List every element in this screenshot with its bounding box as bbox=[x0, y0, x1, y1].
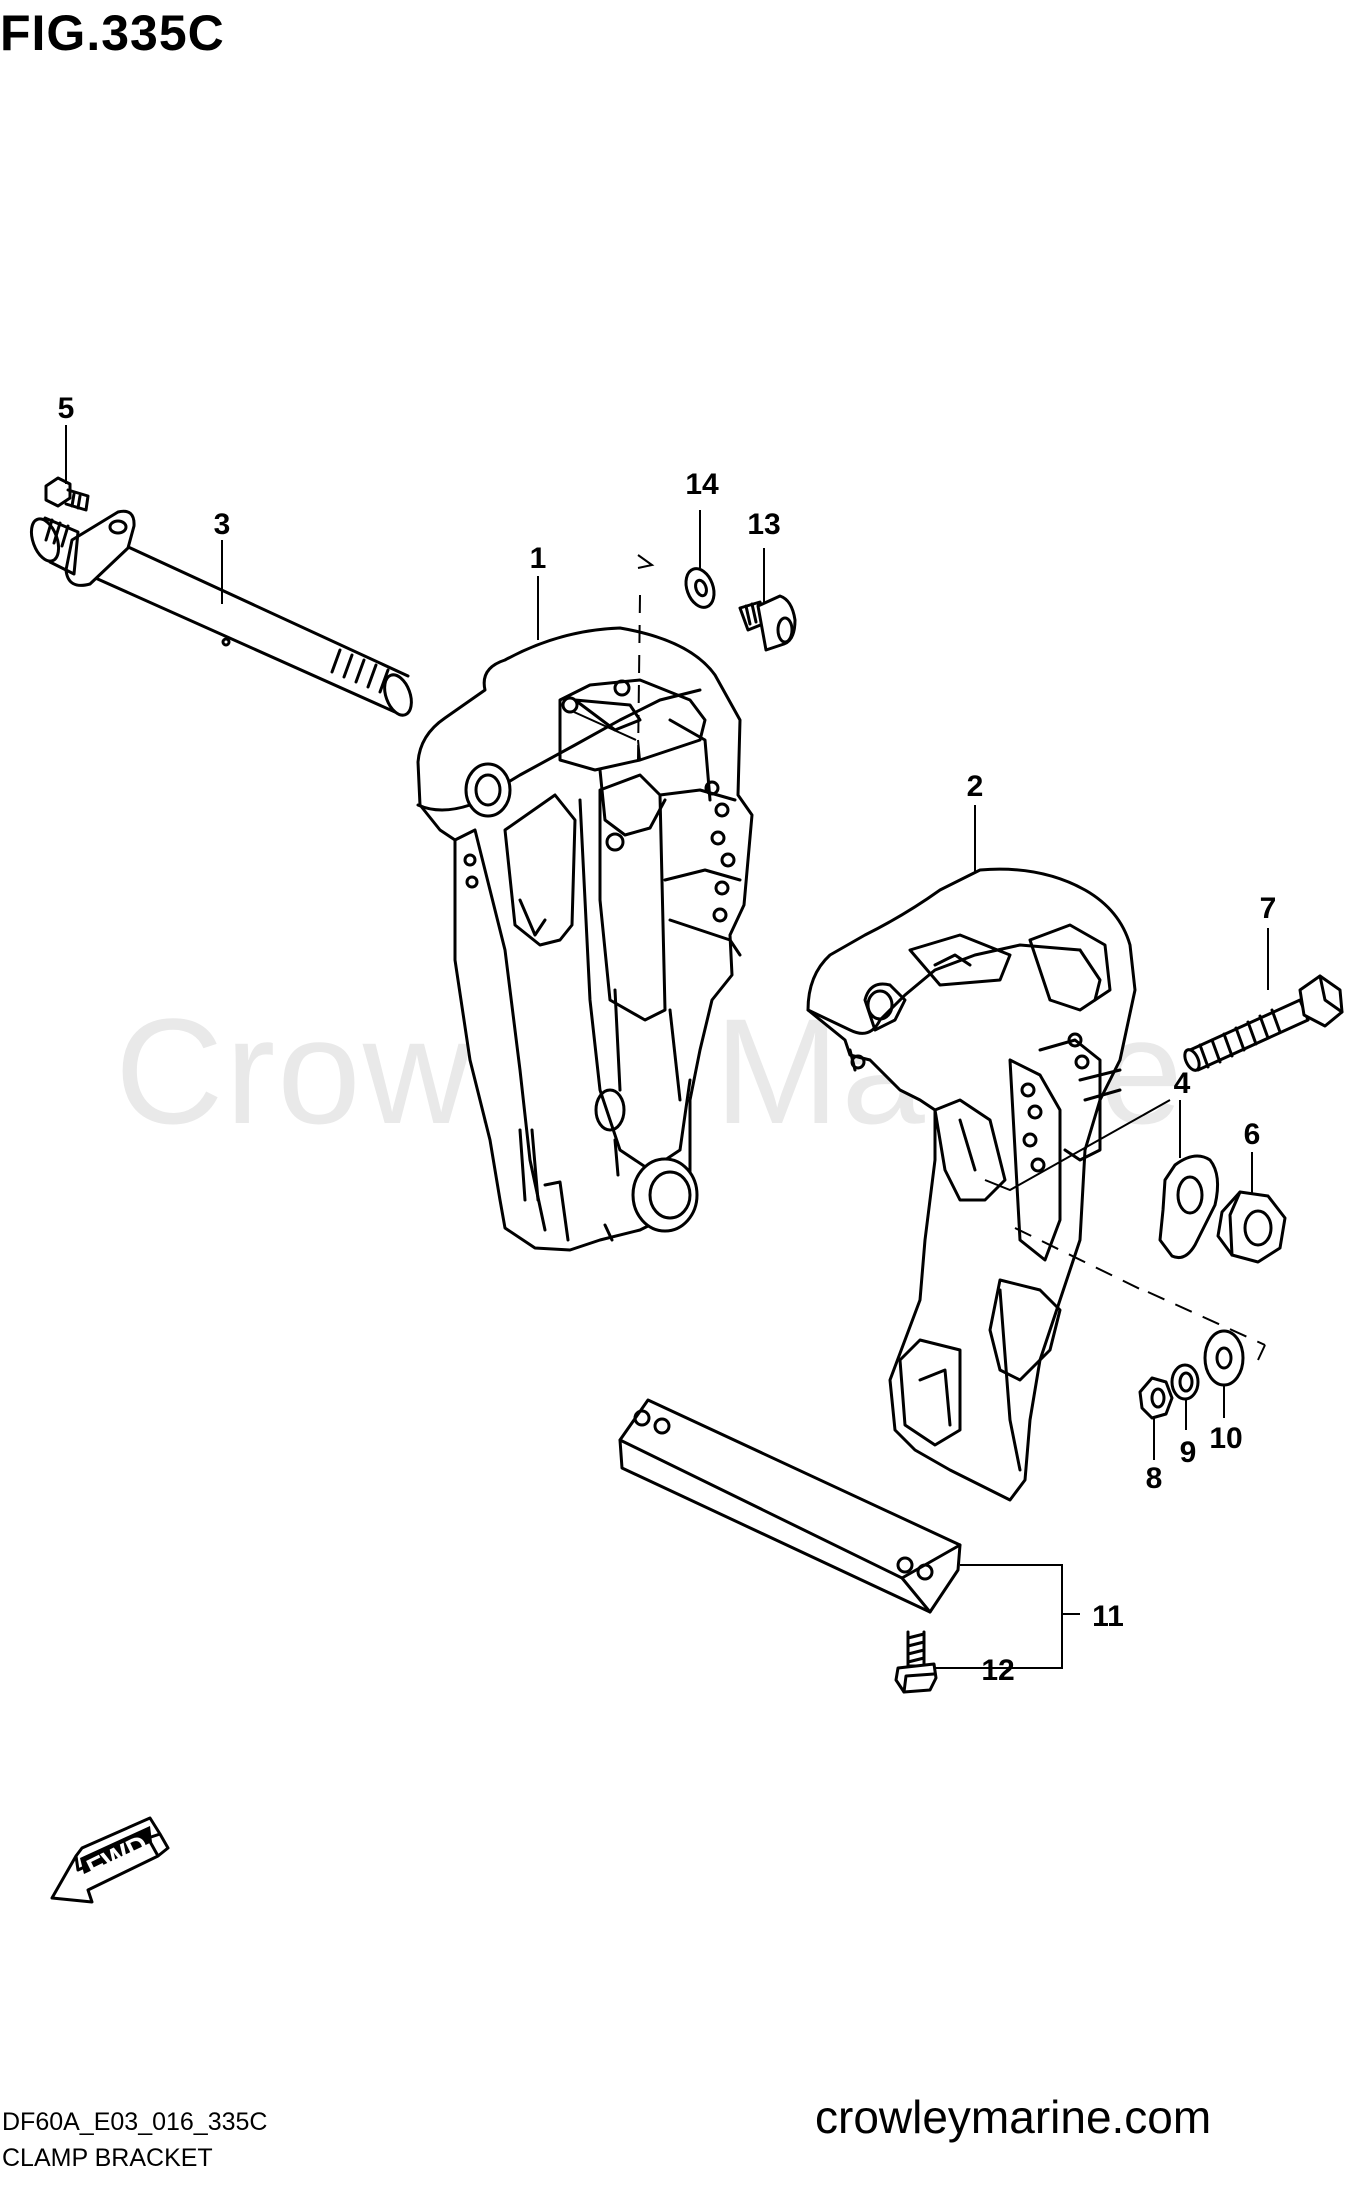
clamp-bracket-left bbox=[416, 626, 754, 1252]
bolt-12 bbox=[894, 1630, 938, 1694]
screw-13 bbox=[738, 594, 797, 652]
nut-8 bbox=[1138, 1376, 1174, 1420]
callout-10: 10 bbox=[1209, 1422, 1242, 1455]
lock-washer-9 bbox=[1170, 1363, 1200, 1401]
figure-title: FIG.335C bbox=[0, 5, 225, 61]
washer-14 bbox=[684, 567, 716, 609]
clamp-shaft bbox=[29, 509, 413, 717]
small-bolt-5 bbox=[44, 476, 90, 512]
callout-numbers: 5 3 1 14 13 2 7 4 6 8 9 10 11 12 bbox=[58, 392, 1277, 1687]
washer-10 bbox=[1203, 1329, 1245, 1387]
callout-1: 1 bbox=[530, 542, 547, 575]
callout-2: 2 bbox=[967, 770, 984, 803]
callout-8: 8 bbox=[1146, 1462, 1163, 1495]
callout-7: 7 bbox=[1260, 892, 1277, 925]
figure-caption: CLAMP BRACKET bbox=[2, 2144, 213, 2172]
callout-5: 5 bbox=[58, 392, 75, 425]
leader-lines bbox=[65, 425, 1269, 1669]
fwd-arrow: FWD bbox=[50, 1816, 170, 1904]
nut-6 bbox=[1216, 1190, 1287, 1264]
long-bolt-7 bbox=[1183, 974, 1344, 1072]
callout-6: 6 bbox=[1244, 1118, 1261, 1151]
clamp-bracket-right bbox=[806, 867, 1137, 1502]
plate-11 bbox=[618, 1398, 962, 1614]
callout-12: 12 bbox=[981, 1654, 1014, 1687]
callout-4: 4 bbox=[1174, 1067, 1191, 1100]
website-label: crowleymarine.com bbox=[815, 2091, 1212, 2143]
callout-3: 3 bbox=[214, 508, 231, 541]
callout-9: 9 bbox=[1180, 1436, 1197, 1469]
callout-11: 11 bbox=[1092, 1600, 1124, 1633]
figure-code: DF60A_E03_016_335C bbox=[2, 2108, 268, 2136]
callout-13: 13 bbox=[747, 508, 780, 541]
callout-14: 14 bbox=[685, 468, 719, 501]
plate-4 bbox=[1158, 1154, 1220, 1260]
assembly-lines bbox=[573, 554, 1266, 1361]
